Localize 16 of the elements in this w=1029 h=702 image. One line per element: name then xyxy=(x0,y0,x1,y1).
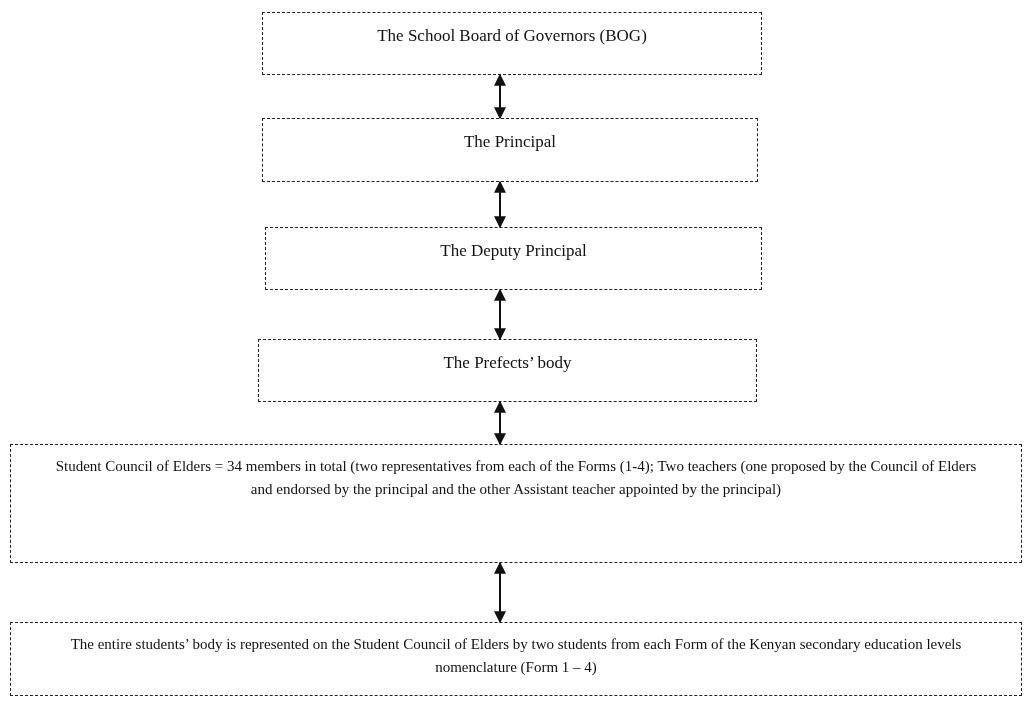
double-arrow xyxy=(494,73,506,120)
double-arrow xyxy=(494,180,506,229)
box-text: The Deputy Principal xyxy=(440,240,587,262)
dashed-box xyxy=(10,444,1022,563)
double-arrow xyxy=(494,288,506,341)
dashed-box xyxy=(258,339,757,402)
dashed-box xyxy=(265,227,762,290)
box-text: Student Council of Elders = 34 members in total (two representatives from each of the Forms (1-4); Two teachers (one proposed by the Council of Elders and endorsed by the principal and the other Assistant teacher appointed by the principal) xyxy=(54,457,978,500)
dashed-box xyxy=(262,12,762,75)
double-arrow xyxy=(494,400,506,446)
dashed-box xyxy=(10,622,1022,696)
box-text: The entire students’ body is represented on the Student Council of Elders by two students from each Form of the Kenyan secondary education levels nomenclature (Form 1 – 4) xyxy=(69,635,963,678)
dashed-box xyxy=(262,118,758,182)
box-text: The Principal xyxy=(463,131,557,153)
box-text: The Prefects’ body xyxy=(443,352,572,374)
box-text: The School Board of Governors (BOG) xyxy=(377,25,647,47)
